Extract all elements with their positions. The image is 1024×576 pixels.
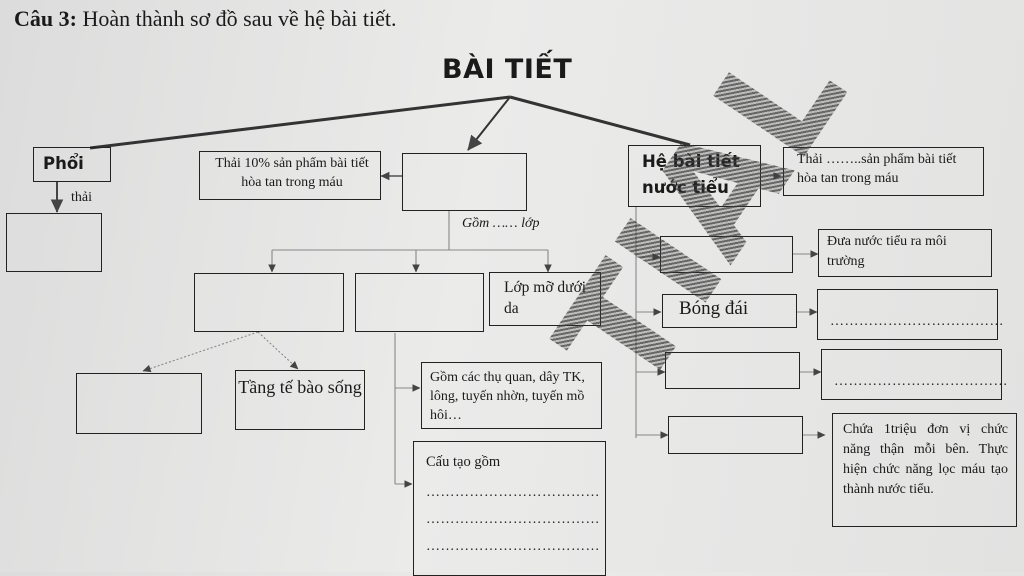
- dermis-blank-line[interactable]: ………………………………: [426, 539, 600, 554]
- bladder-function-blank[interactable]: ………………………………: [817, 289, 1004, 340]
- epidermis-layer-blank[interactable]: [76, 373, 202, 434]
- skin-layers-label: Gồm …… lớp: [462, 216, 540, 231]
- living-cell-layer-node: Tầng tế bào sống: [235, 370, 365, 430]
- urinary-system-node: Hệ bài tiết nước tiểu: [628, 145, 761, 207]
- skin-excretes-node: Thải 10% sản phẩm bài tiết hòa tan trong…: [199, 151, 381, 200]
- skin-node-blank[interactable]: [402, 153, 527, 211]
- ureter-desc-node: Đưa nước tiểu ra môi trường: [818, 229, 992, 277]
- question-number: Câu 3:: [14, 6, 77, 31]
- kidney-duct-blank[interactable]: [660, 236, 793, 273]
- dermis-includes-node: Gồm các thụ quan, dây TK, lông, tuyến nh…: [421, 362, 602, 429]
- blank-line: ………………………………: [834, 374, 1008, 389]
- lung-label: Phổi: [43, 154, 84, 173]
- urethra-blank[interactable]: [665, 352, 800, 389]
- urethra-function-blank[interactable]: ………………………………: [821, 349, 1008, 400]
- dermis-blank-line[interactable]: ………………………………: [426, 512, 600, 527]
- urinary-excretes-node: Thải ……..sản phẩm bài tiết hòa tan trong…: [783, 147, 984, 196]
- lung-node: Phổi: [33, 147, 111, 182]
- lung-product-blank[interactable]: [6, 213, 102, 272]
- question-text: Hoàn thành sơ đồ sau về hệ bài tiết.: [82, 6, 397, 31]
- kidney-blank[interactable]: [668, 416, 803, 454]
- fat-layer-node: Lớp mỡ dưới da: [489, 272, 601, 326]
- lung-edge-label: thải: [71, 190, 92, 205]
- bladder-node: Bóng đái: [662, 294, 797, 328]
- dermis-structure-label: Cấu tạo gồm: [426, 454, 501, 470]
- epidermis-blank[interactable]: [194, 273, 344, 332]
- diagram-root-title: BÀI TIẾT: [442, 54, 573, 85]
- dermis-blank[interactable]: [355, 273, 484, 332]
- blank-line: ………………………………: [830, 314, 1004, 329]
- kidney-desc-node: Chứa 1triệu đơn vị chức năng thận mỗi bê…: [832, 413, 1017, 527]
- dermis-blank-line[interactable]: ………………………………: [426, 485, 600, 500]
- question-heading: Câu 3: Hoàn thành sơ đồ sau về hệ bài ti…: [14, 6, 397, 32]
- dermis-structure-node: Cấu tạo gồm ……………………………… ……………………………… ………: [413, 441, 606, 576]
